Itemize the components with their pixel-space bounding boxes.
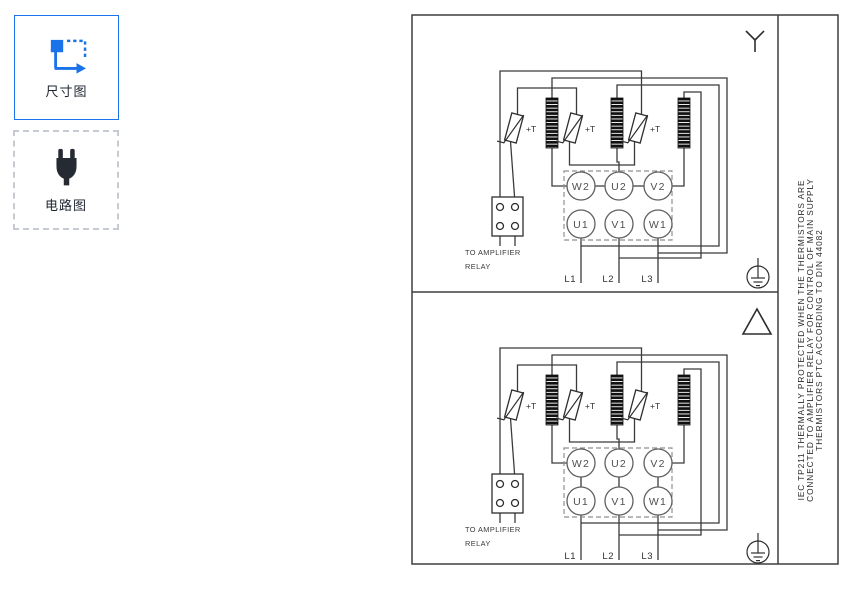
mains-l1: L1 (564, 274, 576, 285)
terminal-board: W2 U2 V2 U1 V1 W1 (563, 170, 673, 241)
terminal-v2: V2 (650, 181, 665, 193)
thermistor-label: +T (650, 401, 660, 411)
mains-l3: L3 (641, 274, 653, 285)
dimension-icon (49, 39, 86, 74)
amplifier-relay-connector: TO AMPLIFIER RELAY (465, 196, 524, 271)
side-note: IEC TP211 THERMALLY PROTECTED WHEN THE T… (796, 178, 824, 502)
mains-labels: L1 L2 L3 (564, 551, 653, 562)
terminal-v1: V1 (611, 496, 626, 508)
ground-icon (746, 258, 770, 289)
side-note-line1: IEC TP211 THERMALLY PROTECTED WHEN THE T… (796, 180, 806, 501)
thermistor-label: +T (526, 401, 536, 411)
thumbnail-label: 电路图 (44, 198, 87, 213)
wires (499, 347, 728, 560)
plug-icon (55, 148, 77, 186)
thumbnail-label: 尺寸图 (45, 83, 88, 99)
terminal-u1: U1 (573, 496, 589, 508)
diagram-frame (411, 14, 839, 565)
star-icon (745, 30, 765, 52)
thumbnail-dimension-drawing[interactable]: 尺寸图 (14, 15, 119, 120)
delta-connection-panel: +T +T +T TO AMPLIFIER RELAY (465, 307, 773, 564)
terminal-v1: V1 (611, 219, 626, 231)
amplifier-relay-connector: TO AMPLIFIER RELAY (465, 473, 524, 548)
relay-caption-line2: RELAY (465, 262, 491, 271)
terminal-w1: W1 (649, 219, 667, 231)
mains-labels: L1 L2 L3 (564, 274, 653, 285)
mains-l1: L1 (564, 551, 576, 562)
mains-l2: L2 (602, 551, 614, 562)
delta-icon (741, 307, 773, 335)
terminal-board: W2 U2 V2 U1 V1 W1 (563, 447, 673, 518)
motor-windings (545, 374, 691, 426)
thermistor-label: +T (585, 401, 595, 411)
wires (499, 70, 728, 283)
thermistor-label: +T (585, 124, 595, 134)
thermistor-label: +T (526, 124, 536, 134)
star-connection-panel: +T +T +T TO AMPLIFIER RELAY (465, 30, 770, 289)
terminal-w1: W1 (649, 496, 667, 508)
thermistor-label: +T (650, 124, 660, 134)
terminal-w2: W2 (572, 458, 590, 470)
relay-caption-line1: TO AMPLIFIER (465, 248, 521, 257)
side-note-line3: THERMISTORS PTC ACCORDING TO DIN 44082 (814, 229, 824, 450)
terminal-v2: V2 (650, 458, 665, 470)
terminal-w2: W2 (572, 181, 590, 193)
relay-caption-line2: RELAY (465, 539, 491, 548)
thumbnail-circuit-drawing[interactable]: 电路图 (13, 130, 119, 230)
mains-l3: L3 (641, 551, 653, 562)
side-note-line2: CONNECTED TO AMPLIFIER RELAY FOR CONTROL… (805, 178, 815, 502)
relay-caption-line1: TO AMPLIFIER (465, 525, 521, 534)
mains-l2: L2 (602, 274, 614, 285)
terminal-u1: U1 (573, 219, 589, 231)
thermistors: +T +T +T (496, 112, 660, 144)
terminal-u2: U2 (611, 181, 627, 193)
terminal-u2: U2 (611, 458, 627, 470)
motor-windings (545, 97, 691, 149)
ground-icon (746, 533, 770, 564)
thermistors: +T +T +T (496, 389, 660, 421)
